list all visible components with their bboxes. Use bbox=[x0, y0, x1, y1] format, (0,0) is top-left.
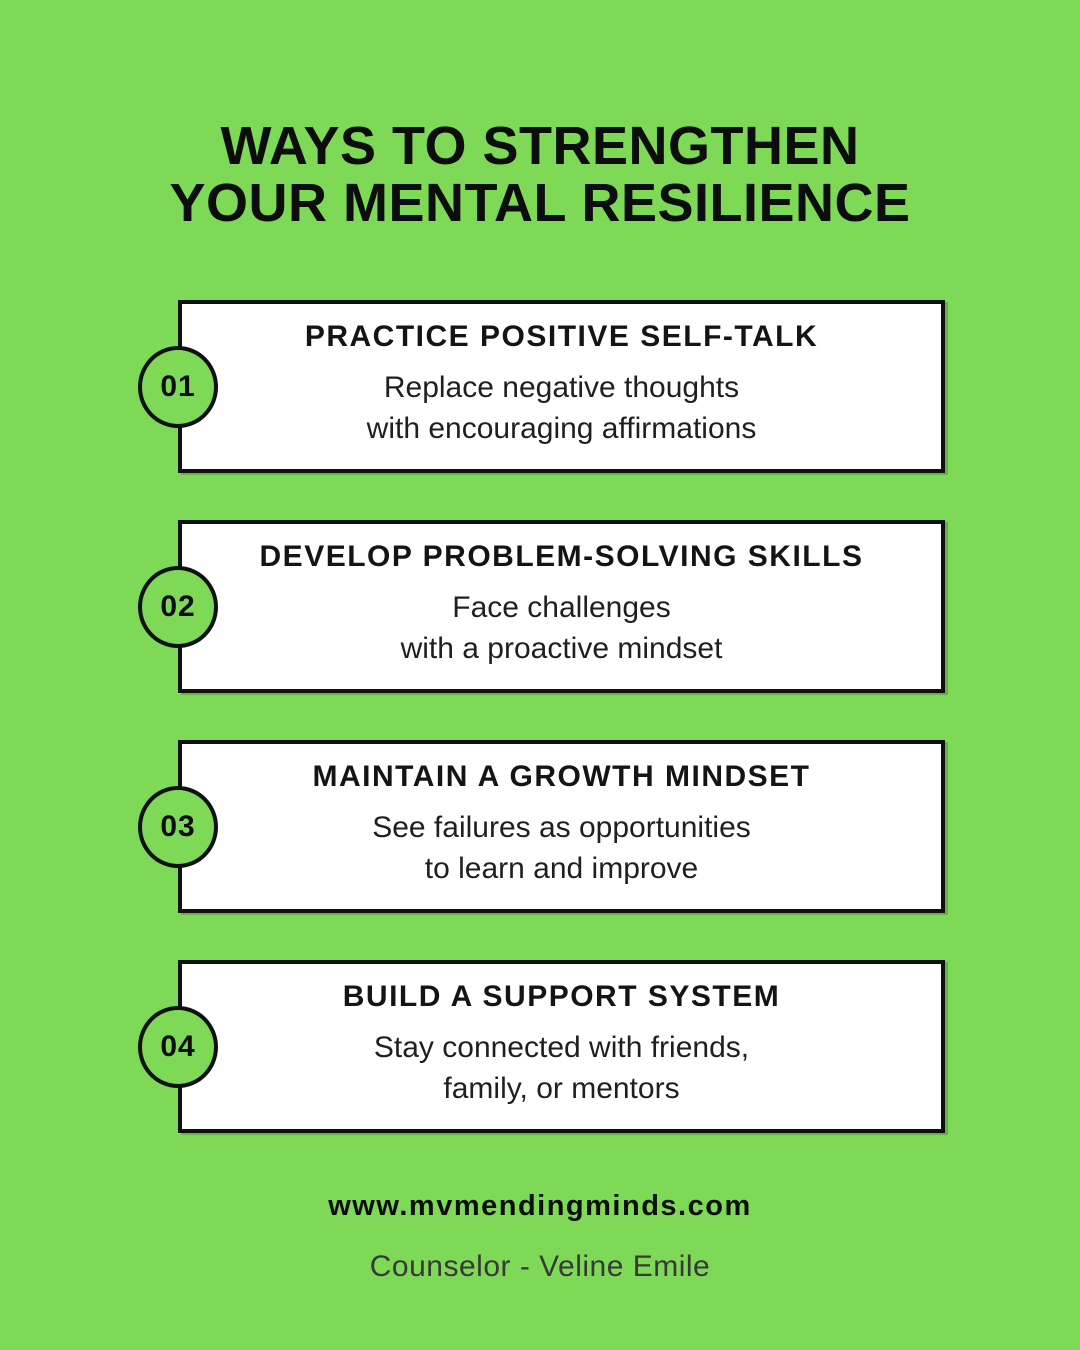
tip-description: Face challenges with a proactive mindset bbox=[400, 591, 723, 665]
tip-card-4: 04 BUILD A SUPPORT SYSTEM Stay connected… bbox=[138, 960, 945, 1133]
tip-heading: DEVELOP PROBLEM-SOLVING SKILLS bbox=[259, 540, 864, 573]
tip-description: Replace negative thoughts with encouragi… bbox=[366, 371, 757, 445]
tip-number-badge: 03 bbox=[138, 785, 218, 868]
tip-number-badge: 01 bbox=[138, 345, 218, 428]
tip-heading: MAINTAIN A GROWTH MINDSET bbox=[312, 760, 811, 793]
tip-card-3: 03 MAINTAIN A GROWTH MINDSET See failure… bbox=[138, 740, 945, 913]
counselor-credit: Counselor - Veline Emile bbox=[369, 1250, 711, 1283]
tip-heading: PRACTICE POSITIVE SELF-TALK bbox=[304, 320, 819, 353]
tip-number: 04 bbox=[160, 1029, 196, 1063]
tip-card-2: 02 DEVELOP PROBLEM-SOLVING SKILLS Face c… bbox=[138, 520, 945, 693]
tip-number-badge: 02 bbox=[138, 565, 218, 648]
website-url: www.mvmendingminds.com bbox=[328, 1190, 752, 1222]
page-title: WAYS TO STRENGTHEN YOUR MENTAL RESILIENC… bbox=[169, 116, 911, 233]
tip-heading: BUILD A SUPPORT SYSTEM bbox=[342, 980, 781, 1013]
tips-list: 01 PRACTICE POSITIVE SELF-TALK Replace n… bbox=[138, 300, 945, 1133]
tip-number: 01 bbox=[160, 369, 196, 403]
tip-card-1: 01 PRACTICE POSITIVE SELF-TALK Replace n… bbox=[138, 300, 945, 473]
tip-number-badge: 04 bbox=[138, 1005, 218, 1088]
tip-number: 03 bbox=[160, 809, 196, 843]
tip-description: See failures as opportunities to learn a… bbox=[372, 811, 751, 885]
tip-number: 02 bbox=[160, 589, 196, 623]
tip-description: Stay connected with friends, family, or … bbox=[373, 1031, 750, 1105]
